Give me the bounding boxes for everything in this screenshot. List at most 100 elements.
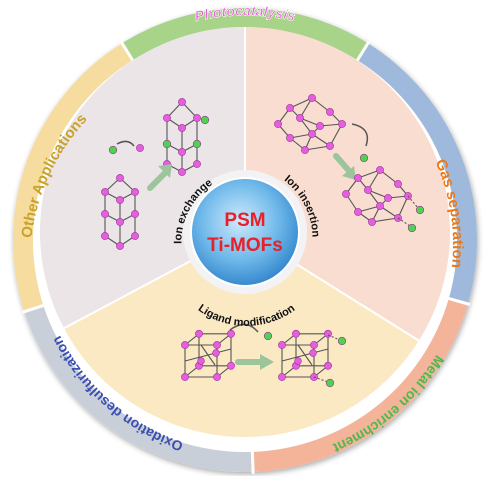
atom	[197, 357, 205, 365]
atom	[116, 196, 124, 204]
atom	[213, 373, 221, 381]
bond	[200, 344, 216, 366]
atom	[292, 329, 300, 338]
transform-arrow-head	[342, 166, 356, 180]
atom	[354, 174, 362, 182]
band-gas-separation	[357, 43, 478, 304]
transform-arrow-icon	[147, 169, 169, 191]
curved-arrow-icon	[116, 140, 135, 147]
atom	[213, 341, 221, 349]
atom	[181, 341, 189, 349]
mof-cube-interior	[281, 334, 347, 388]
atom	[163, 114, 171, 122]
atom	[359, 153, 369, 163]
atom	[301, 146, 309, 154]
atom	[181, 373, 189, 381]
atom	[193, 114, 201, 122]
atom	[316, 122, 324, 130]
band-oxidation	[24, 305, 254, 473]
atom	[108, 145, 118, 155]
bond	[397, 195, 409, 219]
atom	[192, 139, 202, 149]
mof-framework-icon	[181, 329, 235, 381]
atom	[178, 124, 186, 132]
atom	[162, 139, 172, 149]
application-bands	[12, 8, 478, 474]
transform-arrow-head	[158, 164, 172, 178]
atom	[178, 168, 186, 176]
bond	[304, 145, 331, 151]
atom	[294, 357, 302, 365]
mof-framework-icon	[101, 174, 139, 250]
atom	[308, 130, 316, 138]
bond	[313, 376, 329, 383]
atom	[384, 194, 392, 202]
atom	[131, 188, 139, 196]
transform-arrow-head	[260, 354, 274, 370]
mof-framework-icon	[162, 98, 210, 176]
atom	[101, 210, 109, 218]
atom	[376, 202, 384, 210]
atom	[368, 218, 376, 226]
band-metal-ion	[252, 298, 469, 472]
atom	[325, 378, 335, 388]
bond	[397, 217, 411, 227]
transform-arrow-icon	[333, 153, 353, 175]
atom	[200, 115, 210, 125]
center-title-line2: Ti-MOFs	[207, 235, 283, 256]
atom	[227, 361, 235, 370]
atom	[286, 104, 294, 112]
curved-arrow-icon	[229, 323, 259, 333]
bond	[371, 217, 399, 223]
atom	[131, 232, 139, 240]
atom	[178, 148, 186, 156]
atom	[364, 186, 372, 194]
mof-framework-icon	[278, 329, 332, 381]
atom	[415, 205, 425, 215]
atom	[354, 208, 362, 216]
atom	[195, 329, 203, 338]
atom	[116, 218, 124, 226]
atom	[326, 108, 334, 116]
atom	[310, 341, 318, 349]
atom	[296, 114, 304, 122]
atom	[193, 160, 201, 168]
atom	[324, 361, 332, 370]
mof-illustrations	[101, 94, 425, 388]
atom	[101, 232, 109, 240]
bond	[289, 97, 313, 109]
atom	[263, 331, 273, 341]
bond	[357, 169, 381, 179]
bond	[407, 195, 419, 209]
curved-arrow-icon	[351, 123, 369, 147]
atom	[326, 142, 334, 150]
atom	[131, 210, 139, 218]
band-photocatalysis	[122, 8, 368, 61]
atom	[227, 329, 235, 338]
mof-framework-icon	[342, 166, 425, 233]
atom	[178, 98, 186, 106]
atom	[278, 373, 286, 381]
atom	[278, 341, 286, 349]
atom	[101, 188, 109, 196]
atom	[116, 242, 124, 250]
band-other-applications	[12, 43, 133, 312]
atom	[394, 180, 402, 188]
mof-cube-interior	[184, 344, 232, 366]
atom	[376, 166, 384, 174]
atom	[342, 190, 350, 198]
atom	[407, 223, 417, 233]
atom	[338, 120, 346, 128]
photocatalysis-label: Photocatalysis	[193, 2, 297, 24]
bond	[329, 123, 343, 147]
atom	[212, 349, 220, 357]
atom	[308, 94, 316, 102]
atom	[324, 329, 332, 338]
center-title-line1: PSM	[224, 210, 265, 231]
atom	[116, 174, 124, 182]
mof-framework-icon	[274, 94, 346, 154]
bond	[297, 344, 313, 366]
atom	[136, 144, 144, 152]
